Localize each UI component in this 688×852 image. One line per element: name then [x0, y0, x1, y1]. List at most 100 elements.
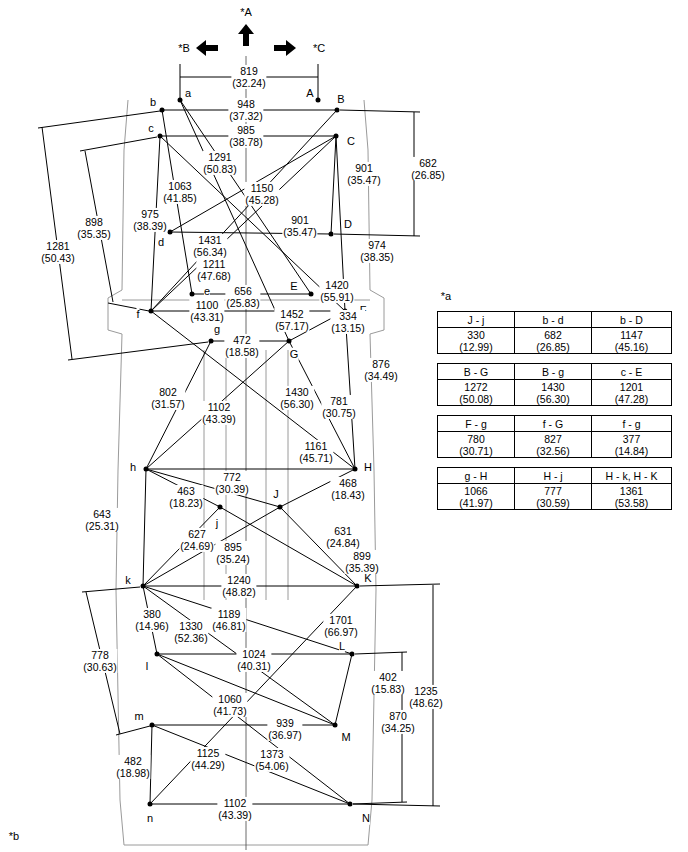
- measuring-point: [335, 108, 340, 113]
- dimension-value: 876 (34.49): [363, 358, 398, 382]
- dimension-value: 939 (36.97): [267, 717, 302, 741]
- dimension-value: 472 (18.58): [224, 334, 259, 358]
- point-label: a: [185, 87, 191, 100]
- dimension-value: 948 (37.32): [228, 98, 263, 122]
- dimension-value-holder: 1701 (66.97): [323, 614, 358, 638]
- table-header-holder: f - g: [622, 417, 640, 429]
- measuring-point: [148, 802, 153, 807]
- dimension-value: 802 (31.57): [150, 386, 185, 410]
- dimension-value-holder: 656 (25.83): [225, 285, 260, 309]
- dimension-value: 985 (38.78): [228, 124, 263, 148]
- dimension-value-holder: 334 (13.15): [330, 310, 365, 334]
- point-label-holder: H: [364, 461, 372, 474]
- dimension-value-holder: 772 (30.39): [214, 471, 249, 495]
- view-marker-holder: *a: [441, 290, 451, 303]
- table-header: B - g: [542, 365, 564, 377]
- measuring-point: [178, 98, 183, 103]
- point-label-holder: a: [185, 87, 191, 100]
- point-label-holder: J: [273, 488, 279, 501]
- dimension-value-holder: 1373 (54.06): [254, 748, 289, 772]
- direction-arrow: [274, 40, 296, 56]
- point-label-holder: b: [150, 96, 156, 109]
- dimension-value: 778 (30.63): [82, 649, 117, 673]
- measuring-point: [309, 292, 314, 297]
- dimension-value-holder: 472 (18.58): [224, 334, 259, 358]
- view-marker-holder: *B: [178, 42, 190, 55]
- dimension-value-holder: 463 (18.23): [168, 485, 203, 509]
- measuring-point: [333, 723, 338, 728]
- dimension-value: 468 (18.43): [330, 477, 365, 501]
- dimension-line: [180, 100, 311, 294]
- dimension-value-holder: 1063 (41.85): [162, 180, 197, 204]
- dimension-value-holder: 1100 (43.31): [189, 299, 224, 323]
- dimension-value-holder: 1452 (57.17): [274, 308, 309, 332]
- measuring-point: [141, 584, 146, 589]
- view-marker-holder: *b: [9, 830, 19, 843]
- dimension-line: [152, 725, 335, 726]
- point-label: l: [146, 660, 148, 673]
- measuring-point: [278, 505, 283, 510]
- table-header: b - D: [620, 313, 643, 325]
- table-header: B - G: [464, 365, 489, 377]
- dimension-value: 631 (24.84): [325, 525, 360, 549]
- table-value: 1147 (45.16): [615, 328, 648, 352]
- dimension-value: 899 (35.39): [344, 550, 379, 574]
- table-value-holder: 330 (12.99): [459, 328, 492, 352]
- center-axis: [246, 56, 247, 850]
- measuring-point: [355, 584, 360, 589]
- point-label-holder: k: [125, 574, 131, 587]
- point-label-holder: h: [130, 461, 136, 474]
- dimension-line: [143, 64, 357, 804]
- table-value-holder: 780 (30.71): [459, 432, 492, 456]
- measuring-point: [353, 467, 358, 472]
- dimension-value: 463 (18.23): [168, 485, 203, 509]
- dimension-value: 975 (38.39): [132, 208, 167, 232]
- table-grid: [438, 379, 672, 380]
- dimension-value-holder: 682 (26.85): [410, 157, 445, 181]
- point-label-holder: N: [362, 812, 370, 825]
- point-label: K: [364, 572, 371, 585]
- point-label-holder: G: [290, 348, 299, 361]
- dimension-value-holder: 1281 (50.43): [40, 240, 75, 264]
- dimension-line: [143, 586, 335, 725]
- point-label: e: [204, 285, 210, 298]
- point-label: L: [339, 640, 345, 653]
- dimension-value-holder: 1060 (41.73): [212, 693, 247, 717]
- table-grid: [514, 312, 515, 354]
- table-value: 682 (26.85): [536, 328, 569, 352]
- dimension-value-holder: 895 (35.24): [215, 541, 250, 565]
- measuring-point: [149, 309, 154, 314]
- point-label: c: [148, 122, 154, 135]
- dimension-value-holder: 1420 (55.91): [319, 279, 354, 303]
- point-label: M: [341, 731, 350, 744]
- dimension-bracket: [355, 652, 407, 654]
- table-header-holder: H - j: [543, 469, 562, 481]
- table-grid: [438, 483, 672, 484]
- dimension-value: 1431 (56.34): [192, 234, 227, 258]
- table-header-holder: c - E: [621, 365, 643, 377]
- measuring-point: [168, 230, 173, 235]
- dimension-bracket: [82, 587, 140, 592]
- dimension-value: 1102 (43.39): [201, 401, 236, 425]
- dimension-value: 819 (32.24): [231, 65, 266, 89]
- point-label-holder: e: [204, 285, 210, 298]
- table-value: 1361 (53.58): [615, 484, 648, 508]
- dimension-line: [143, 507, 280, 586]
- measuring-point: [287, 339, 292, 344]
- measuring-point: [190, 292, 195, 297]
- dimension-value: 1060 (41.73): [212, 693, 247, 717]
- view-marker: *A: [240, 6, 252, 19]
- dimension-value: 772 (30.39): [214, 471, 249, 495]
- dimension-line: [146, 469, 355, 470]
- dimension-value-holder: 1125 (44.29): [190, 747, 225, 771]
- dimension-value: 895 (35.24): [215, 541, 250, 565]
- table-header: b - d: [542, 313, 563, 325]
- table-value: 1201 (47.28): [615, 380, 648, 404]
- point-label-holder: C: [347, 135, 355, 148]
- view-marker: *a: [441, 290, 451, 303]
- direction-arrow: [196, 40, 218, 56]
- measuring-point: [158, 134, 163, 139]
- table-value-holder: 1272 (50.08): [459, 380, 492, 404]
